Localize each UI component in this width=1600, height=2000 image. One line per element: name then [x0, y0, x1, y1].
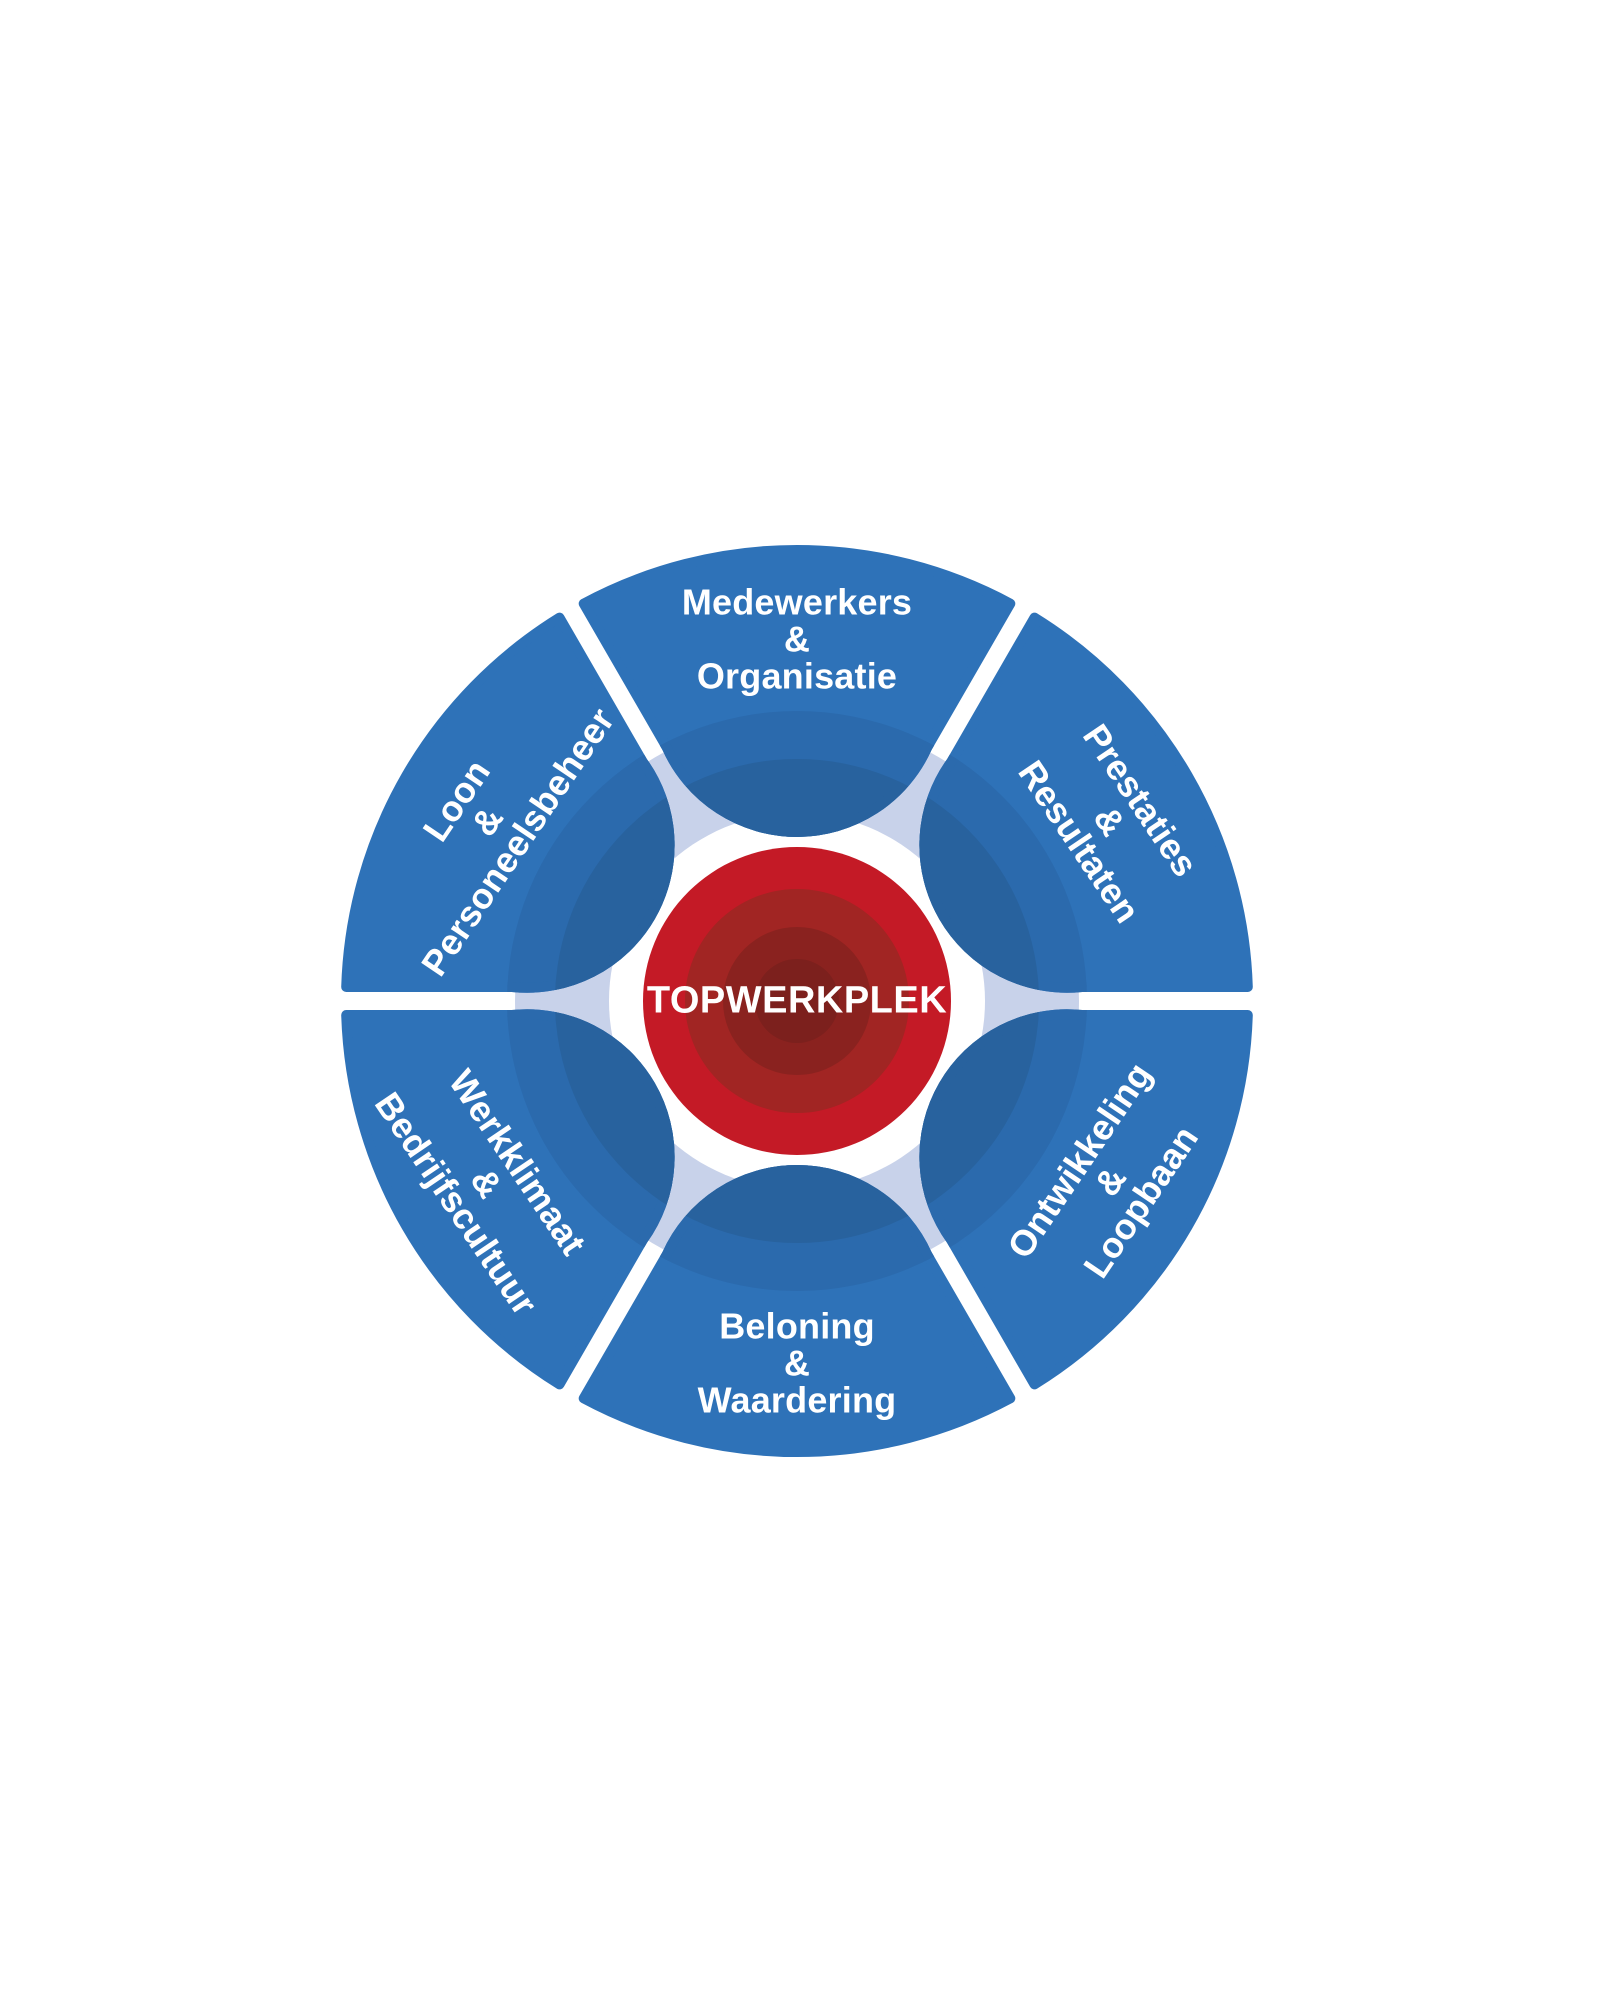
ampersand: & [783, 1342, 811, 1384]
hub-ring-darkest [755, 959, 839, 1043]
center-label: TOPWERKPLEK [646, 979, 948, 1022]
segment-line: Organisatie [696, 655, 898, 697]
ampersand: & [783, 618, 811, 660]
segment-line: Medewerkers [681, 581, 913, 623]
segment-label-beloning-waardering: Beloning & Waardering [698, 1308, 897, 1419]
segment-label-medewerkers-organisatie: Medewerkers & Organisatie [682, 584, 912, 695]
segment-line: Beloning [719, 1305, 875, 1347]
segment-shape-prestaties-resultaten [919, 759, 1039, 993]
segment-shape-werkklimaat-bedrijfscultuur [555, 1009, 675, 1243]
segment-line: Waardering [697, 1379, 897, 1421]
